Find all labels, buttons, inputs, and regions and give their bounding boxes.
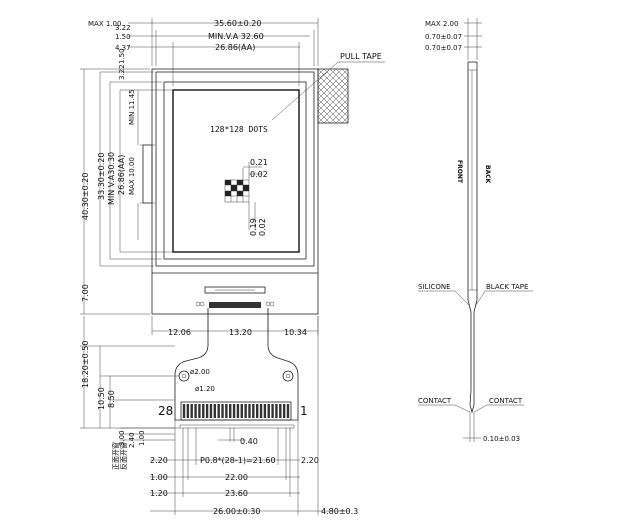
fpc-left-dimensions: 18.20±0.50 10.50 8.50 3.00 2.40 1.00 正面开…	[80, 316, 180, 470]
dim-2-20-left: 2.20	[150, 456, 168, 465]
dim-13-20: 13.20	[229, 328, 252, 337]
dim-aa-height: 26.86(AA)	[117, 155, 126, 195]
contact-finger	[236, 404, 240, 418]
contact-finger	[213, 404, 217, 418]
contact-finger	[194, 404, 197, 418]
hole-dia-2-00: ø2.00	[190, 368, 210, 376]
side-view: MAX 2.00 0.70±0.07 0.70±0.07 FRONT BACK …	[418, 18, 533, 443]
contact-finger	[267, 404, 270, 418]
contact-finger	[240, 404, 243, 418]
front-label: FRONT	[456, 160, 463, 184]
black-tape-label: BLACK TAPE	[486, 283, 528, 291]
dim-0-40: 0.40	[240, 437, 258, 446]
dim-outline-width: 35.60±0.20	[214, 19, 261, 28]
contact-finger	[202, 404, 205, 418]
pixel-gap-0-02b: 0.02	[258, 218, 267, 236]
contact-finger	[259, 404, 263, 418]
contact-finger	[232, 404, 236, 418]
side-0-70-a: 0.70±0.07	[425, 33, 462, 41]
contact-finger	[275, 404, 278, 418]
side-0-70-b: 0.70±0.07	[425, 44, 462, 52]
contact-frame	[180, 401, 292, 421]
window-front-label: 正面开窗	[111, 442, 120, 470]
left-dimensions: 1.50 3.22 MIN 11.45 MAX 10.00 26.86(AA) …	[80, 48, 172, 315]
dim-26-00: 26.00±0.30	[213, 507, 260, 516]
dim-bottom-7-00: 7.00	[81, 284, 90, 302]
dim-max-10-00: MAX 10.00	[128, 157, 136, 195]
contact-finger	[182, 404, 186, 418]
dim-max-1-00: MAX 1.00	[88, 20, 121, 28]
contact-finger	[263, 404, 267, 418]
dim-outline-height: 33.30±0.20	[97, 153, 106, 200]
contact-left-label: CONTACT	[418, 397, 452, 405]
contact-finger	[248, 404, 251, 418]
dots-label: 128*128 DOTS	[210, 125, 268, 134]
dim-3-00: 3.00	[118, 430, 126, 446]
silicone-label: SILICONE	[418, 283, 451, 291]
hole-dia-1-20: ø1.20	[195, 385, 215, 393]
dim-top-3-22: 3.22	[115, 24, 131, 32]
dim-top-1-50: 1.50	[115, 33, 131, 41]
contact-finger	[217, 404, 220, 418]
contact-finger	[255, 404, 259, 418]
dim-10-50: 10.50	[97, 387, 106, 410]
contact-right-label: CONTACT	[489, 397, 523, 405]
contact-finger	[209, 404, 213, 418]
contact-finger	[198, 404, 201, 418]
window-back-label: 反面开窗	[119, 442, 128, 470]
contact-finger	[221, 404, 224, 418]
bottom-connector	[195, 286, 275, 308]
fpc-bottom-dimensions: 0.40 2.20 P0.8*(28-1)=21.60 2.20 1.00 22…	[150, 316, 358, 516]
dim-1-20: 1.20	[150, 489, 168, 498]
pixel-detail: 0.21 0.02 0.19 0.02	[224, 158, 268, 236]
pin-1-label: 1	[300, 404, 308, 418]
dim-12-06: 12.06	[168, 328, 191, 337]
pixel-gap-0-02: 0.02	[250, 170, 268, 179]
dim-1-00: 1.00	[150, 473, 168, 482]
pull-tape-label: PULL TAPE	[340, 52, 382, 61]
side-max-2-00: MAX 2.00	[425, 20, 458, 28]
contact-finger	[279, 404, 282, 418]
dim-18-20: 18.20±0.50	[81, 341, 90, 388]
dim-10-34: 10.34	[284, 328, 307, 337]
contact-finger	[271, 404, 274, 418]
pixel-size-0-19: 0.19	[249, 218, 258, 236]
contact-finger	[229, 404, 232, 418]
contact-finger	[244, 404, 247, 418]
contact-finger	[282, 404, 286, 418]
pull-tape: PULL TAPE	[271, 52, 385, 124]
dim-2-40: 2.40	[128, 432, 136, 448]
top-dimensions: MAX 1.00 1.50 3.22 4.37 35.60±0.20 MIN.V…	[88, 18, 319, 86]
back-label: BACK	[484, 165, 491, 184]
dim-2-20-right: 2.20	[301, 456, 319, 465]
dim-va-height: MIN V.A30.30	[107, 152, 116, 205]
dim-min-11-45: MIN 11.45	[128, 89, 136, 125]
dim-8-50: 8.50	[107, 390, 116, 408]
dim-4-80: 4.80±0.3	[321, 507, 358, 516]
contact-finger	[252, 404, 255, 418]
dim-22-00: 22.00	[225, 473, 248, 482]
contact-finger	[225, 404, 228, 418]
pin-28-label: 28	[158, 404, 173, 418]
dim-top-4-37: 4.37	[115, 44, 131, 52]
dim-total-height: 40.30±0.20	[81, 173, 90, 220]
dim-va-width: MIN.V.A 32.60	[208, 32, 264, 41]
dim-left-3-22: 3.22	[118, 64, 126, 80]
contact-finger	[190, 404, 193, 418]
module-outline	[142, 68, 319, 315]
dim-stiff-1-00: 1.00	[138, 430, 146, 446]
fpc-contacts	[180, 401, 292, 421]
side-0-10: 0.10±0.03	[483, 435, 520, 443]
dim-pitch: P0.8*(28-1)=21.60	[200, 456, 276, 465]
contact-finger	[286, 404, 290, 418]
contact-finger	[186, 404, 190, 418]
contact-finger	[205, 404, 209, 418]
dim-23-60: 23.60	[225, 489, 248, 498]
pixel-pitch-0-21: 0.21	[250, 158, 268, 167]
dim-left-1-50: 1.50	[118, 48, 126, 64]
dim-aa-width: 26.86(AA)	[215, 43, 255, 52]
